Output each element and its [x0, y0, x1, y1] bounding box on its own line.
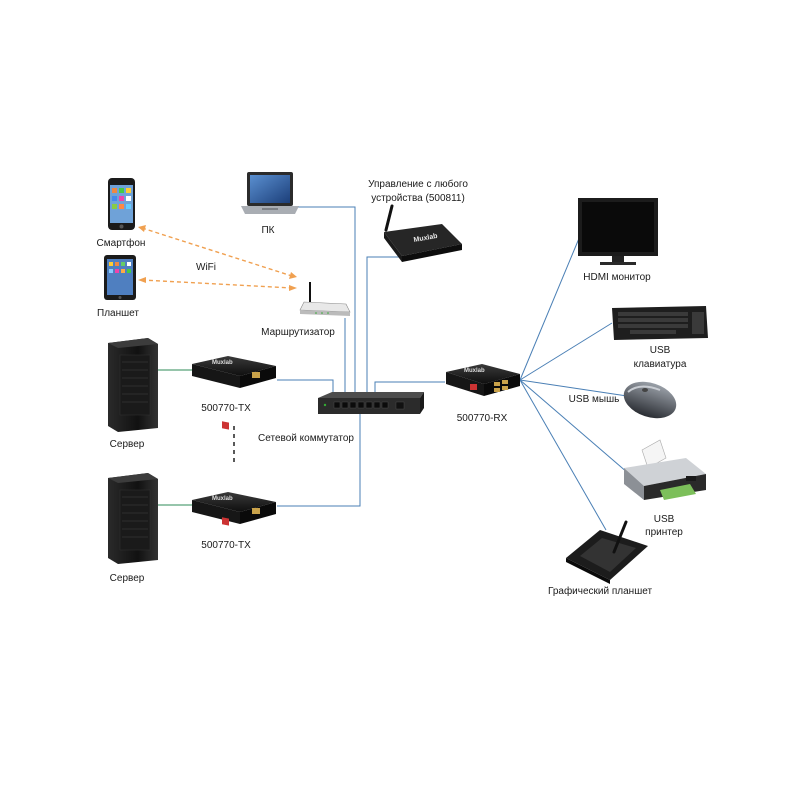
wifi-arrow-phone	[138, 225, 146, 232]
server-tower-top-icon	[108, 338, 158, 432]
tx-bottom-brand-logo: Muxlab	[212, 496, 233, 502]
label-usb-mouse: USB мышь	[568, 394, 620, 405]
wifi-link-tablet	[141, 279, 293, 289]
label-tablet: Планшет	[97, 308, 139, 319]
label-usb-keyboard-line1: USB	[649, 345, 671, 356]
label-control-line2: устройства (500811)	[371, 193, 465, 204]
network-switch-icon	[318, 392, 424, 414]
label-usb-keyboard-line2: клавиатура	[633, 359, 687, 370]
link-rx-printer	[519, 379, 629, 474]
link-rx-keyboard	[519, 322, 613, 381]
connection-lines	[277, 206, 629, 531]
label-tx-top: 500770-TX	[201, 403, 251, 414]
label-rx: 500770-RX	[456, 413, 508, 424]
smartphone-icon	[108, 178, 135, 230]
link-rx-monitor	[519, 235, 581, 381]
tx-bottom-device-icon: Muxlab	[192, 492, 276, 526]
keyboard-icon	[612, 306, 708, 340]
label-wifi: WiFi	[196, 262, 216, 273]
rx-brand-logo: Muxlab	[464, 368, 485, 374]
link-tx-bottom-switch	[277, 413, 361, 507]
label-tx-bottom: 500770-TX	[201, 540, 251, 551]
label-router: Маршрутизатор	[261, 327, 335, 338]
label-server-top: Сервер	[109, 439, 145, 450]
router-icon	[299, 282, 351, 316]
control-device-icon: Muxlab	[384, 204, 462, 262]
tablet-icon	[104, 255, 136, 300]
wifi-link-smartphone	[141, 227, 293, 277]
tx-top-device-icon: Muxlab	[192, 356, 276, 430]
monitor-icon	[578, 198, 658, 265]
link-rx-tablet	[519, 379, 607, 531]
label-graphic-tablet: Графический планшет	[547, 586, 653, 597]
link-control-switch	[366, 256, 402, 398]
wifi-arrow-tablet	[138, 277, 146, 283]
label-hdmi-monitor: HDMI монитор	[583, 272, 651, 283]
label-server-bottom: Сервер	[109, 573, 145, 584]
server-tower-bottom-icon	[108, 473, 158, 564]
server-links	[157, 369, 195, 506]
control-brand-logo: Muxlab	[413, 233, 438, 244]
graphics-tablet-icon	[566, 520, 648, 584]
wifi-links	[138, 225, 297, 291]
label-usb-printer-line2: принтер	[645, 527, 683, 538]
wifi-arrow-router-2	[289, 285, 297, 291]
link-pc-switch	[297, 206, 356, 398]
rx-device-icon: Muxlab	[446, 364, 520, 396]
mouse-icon	[623, 381, 677, 419]
label-control-line1: Управление с любого	[368, 179, 468, 190]
tx-top-brand-logo: Muxlab	[212, 360, 233, 366]
printer-icon	[624, 439, 706, 500]
label-switch: Сетевой коммутатор	[258, 433, 354, 444]
wifi-arrow-router-1	[289, 272, 297, 279]
laptop-icon	[241, 172, 299, 214]
link-rx-mouse	[519, 379, 628, 397]
label-usb-printer-line1: USB	[653, 514, 675, 525]
label-pc: ПК	[261, 225, 275, 236]
label-smartphone: Смартфон	[96, 238, 146, 249]
